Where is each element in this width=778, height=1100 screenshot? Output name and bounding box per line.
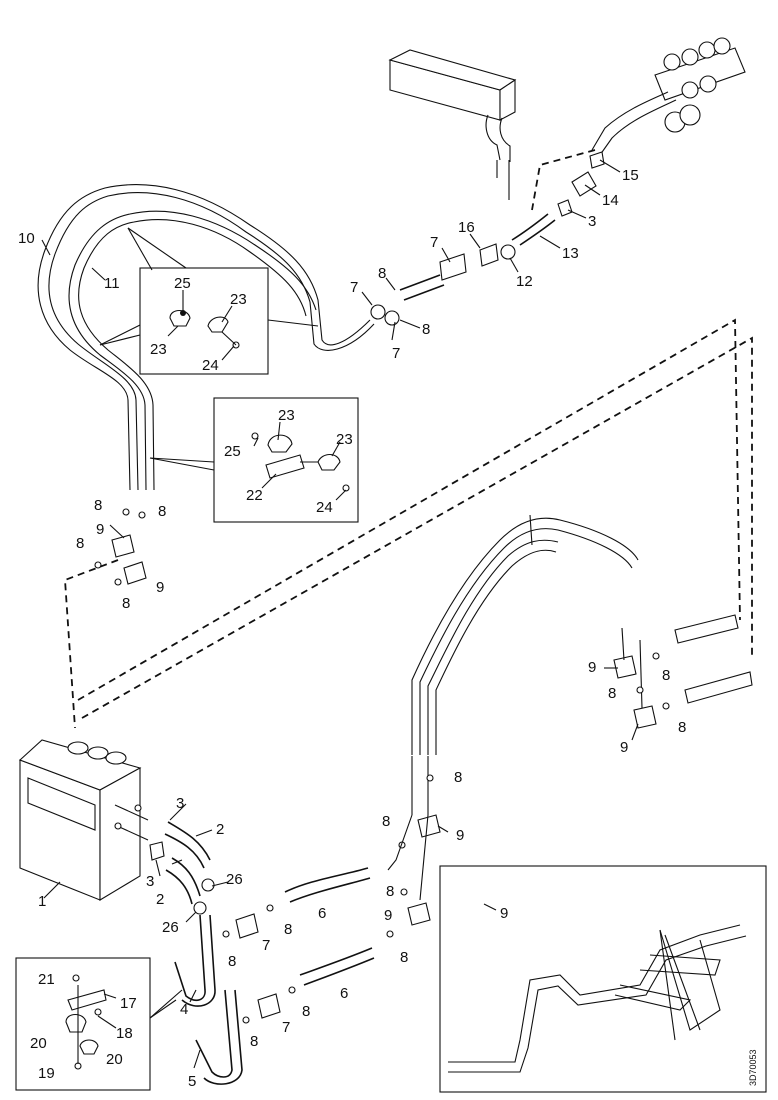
callout-15: 15 xyxy=(622,167,639,184)
control-valve-assembly xyxy=(591,37,746,156)
callout-18: 18 xyxy=(116,1025,133,1042)
callout-8-left-a: 8 xyxy=(94,497,102,514)
callout-24-lower: 24 xyxy=(316,499,333,516)
bracket-parts-detail xyxy=(65,974,107,1070)
callout-8-right-b: 8 xyxy=(608,685,616,702)
callout-16: 16 xyxy=(458,219,475,236)
callout-7-lower-a: 7 xyxy=(262,937,270,954)
callout-24-upper: 24 xyxy=(202,357,219,374)
callout-8-upper-b: 8 xyxy=(422,321,430,338)
callout-9-center-b: 9 xyxy=(384,907,392,924)
callout-26-a: 26 xyxy=(226,871,243,888)
callout-12: 12 xyxy=(516,273,533,290)
callout-19: 19 xyxy=(38,1065,55,1082)
hose-fittings-lower-left xyxy=(114,804,215,915)
callout-2-b: 2 xyxy=(156,891,164,908)
callout-6-b: 6 xyxy=(340,985,348,1002)
callout-23-upper-a: 23 xyxy=(230,291,247,308)
callout-25-lower: 25 xyxy=(224,443,241,460)
callout-3-lower-b: 3 xyxy=(146,873,154,890)
drawing-code: 3D70053 xyxy=(748,1049,758,1086)
callout-7-upper: 7 xyxy=(430,234,438,251)
callout-8-upper-a: 8 xyxy=(378,265,386,282)
callout-9-left-b: 9 xyxy=(156,579,164,596)
heater-hose-loop-upper xyxy=(37,184,375,491)
callout-23-lower-a: 23 xyxy=(278,407,295,424)
callout-9-left-a: 9 xyxy=(96,521,104,538)
dashed-route-line-1 xyxy=(64,559,119,729)
callout-8-lower-a: 8 xyxy=(284,921,292,938)
heater-unit xyxy=(18,739,149,901)
heater-core-assembly xyxy=(388,49,517,200)
overview-frame-box xyxy=(439,865,767,1093)
callout-3-lower-a: 3 xyxy=(176,795,184,812)
callout-8-center-d: 8 xyxy=(400,949,408,966)
callout-11: 11 xyxy=(104,275,120,292)
callout-5: 5 xyxy=(188,1073,196,1090)
callout-leaders xyxy=(41,159,639,1069)
callout-14: 14 xyxy=(602,192,619,209)
callout-labels: 15 14 3 16 7 13 12 8 7 8 7 10 11 25 23 2… xyxy=(18,167,686,1090)
callout-8-left-b: 8 xyxy=(158,503,166,520)
callout-8-lower-c: 8 xyxy=(302,1003,310,1020)
callout-9-right-a: 9 xyxy=(588,659,596,676)
dashed-route-line-3 xyxy=(81,336,753,719)
callout-21: 21 xyxy=(38,971,55,988)
hose-fittings-upper-right xyxy=(370,151,605,326)
detail-box-clips-upper xyxy=(139,267,269,375)
callout-23-upper-b: 23 xyxy=(150,341,167,358)
callout-8-center-c: 8 xyxy=(386,883,394,900)
callout-8-center-b: 8 xyxy=(382,813,390,830)
callout-7-lower-b: 7 xyxy=(282,1019,290,1036)
callout-2-a: 2 xyxy=(216,821,224,838)
callout-20-b: 20 xyxy=(106,1051,123,1068)
hose-fittings-right xyxy=(613,614,753,729)
hose-fittings-lower-center xyxy=(387,774,441,926)
callout-9-center-a: 9 xyxy=(456,827,464,844)
callout-7-upper-c: 7 xyxy=(392,345,400,362)
callout-8-lower-d: 8 xyxy=(250,1033,258,1050)
callout-3-upper: 3 xyxy=(588,213,596,230)
callout-8-right-c: 8 xyxy=(678,719,686,736)
callout-7-upper-b: 7 xyxy=(350,279,358,296)
callout-8-center-a: 8 xyxy=(454,769,462,786)
callout-6-a: 6 xyxy=(318,905,326,922)
callout-1: 1 xyxy=(38,893,46,910)
callout-13: 13 xyxy=(562,245,579,262)
vehicle-frame-overview xyxy=(448,924,747,1073)
callout-8-left-d: 8 xyxy=(122,595,130,612)
hose-fittings-upper-left xyxy=(94,508,147,586)
callout-17: 17 xyxy=(120,995,137,1012)
callout-9-detail: 9 xyxy=(500,905,508,922)
callout-22: 22 xyxy=(246,487,263,504)
callout-25-upper: 25 xyxy=(174,275,191,292)
callout-26-b: 26 xyxy=(162,919,179,936)
coolant-hose-4-5 xyxy=(174,914,243,1085)
callout-4: 4 xyxy=(180,1001,188,1018)
heater-hose-loop-lower xyxy=(411,514,639,755)
callout-8-lower-b: 8 xyxy=(228,953,236,970)
clip-parts-detail-2 xyxy=(251,432,350,492)
hose-fittings-lower-middle xyxy=(222,841,408,1024)
dashed-route-line-2 xyxy=(77,318,741,701)
callout-20-a: 20 xyxy=(30,1035,47,1052)
callout-8-right-a: 8 xyxy=(662,667,670,684)
callout-9-right-b: 9 xyxy=(620,739,628,756)
callout-10: 10 xyxy=(18,230,35,247)
callout-8-left-c: 8 xyxy=(76,535,84,552)
callout-23-lower-b: 23 xyxy=(336,431,353,448)
